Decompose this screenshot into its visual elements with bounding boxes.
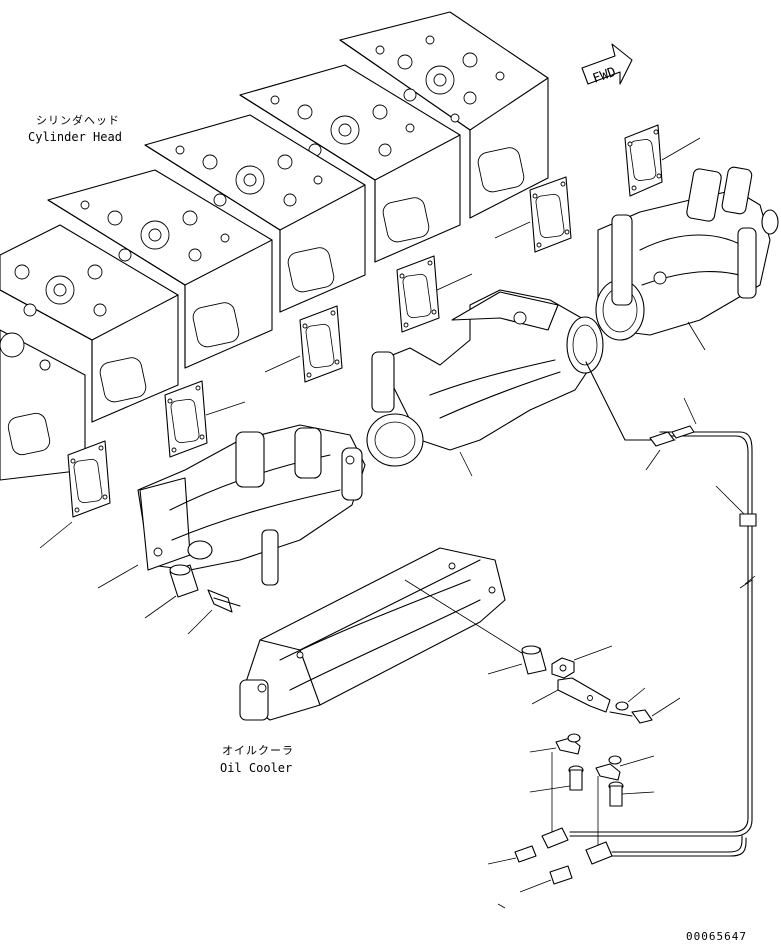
- exhaust-manifold-rear: [595, 166, 779, 351]
- clamp-bolt: [529, 765, 584, 793]
- oil-cooler-label-en: Oil Cooler: [220, 761, 293, 775]
- spacer-collar: [487, 645, 547, 675]
- gasket: [624, 124, 701, 197]
- connector: [487, 827, 569, 865]
- cylinder-head-block: [47, 169, 273, 369]
- spacer-sleeve: [144, 564, 199, 619]
- oil-cooler-label-jp: オイルクーラ: [222, 744, 294, 757]
- drawing-number: 00065647: [686, 930, 747, 943]
- sensor-harness: [569, 361, 757, 857]
- cylinder-head-block: [0, 224, 179, 423]
- temperature-sensor: [649, 425, 695, 447]
- cylinder-head-label-en: Cylinder Head: [28, 130, 122, 144]
- gasket: [494, 176, 572, 253]
- washer: [615, 687, 646, 711]
- cylinder-head-label-jp: シリンダヘッド: [36, 114, 120, 127]
- cable-clamp: [595, 755, 655, 781]
- hex-nut: [551, 645, 613, 679]
- mounting-bracket: [531, 677, 611, 713]
- cylinder-head-assembly: [0, 11, 549, 481]
- gasket: [396, 255, 473, 333]
- gasket: [39, 440, 111, 549]
- mounting-bolt: [187, 589, 241, 635]
- forward-arrow-icon: [581, 43, 633, 85]
- cylinder-head-block: [144, 114, 366, 313]
- gasket: [164, 380, 246, 458]
- clamp-bolt: [608, 781, 655, 807]
- gasket: [264, 305, 343, 383]
- cylinder-head-block: [239, 64, 461, 263]
- oil-cooler: [239, 547, 526, 721]
- exhaust-manifold-front: [137, 424, 366, 586]
- exhaust-manifold-center: [366, 289, 604, 477]
- cable-clamp: [529, 733, 581, 755]
- bracket-bolt: [609, 697, 681, 724]
- cylinder-head-block: [339, 11, 549, 219]
- connector: [519, 841, 613, 893]
